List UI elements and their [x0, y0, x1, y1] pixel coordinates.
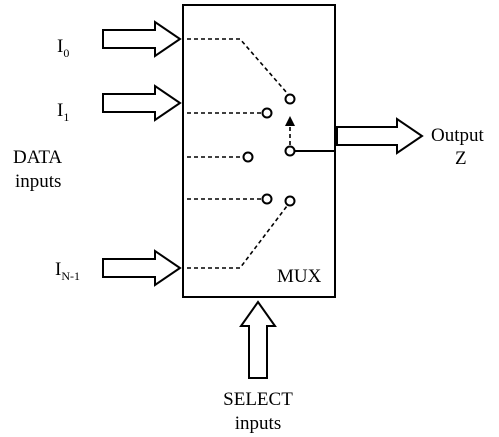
input-label-i1: I1 [57, 100, 69, 124]
input-i1-subscript: 1 [63, 110, 69, 124]
switch-connections [187, 38, 291, 269]
contact-lower [261, 193, 273, 205]
output-label-line2: Z [455, 148, 467, 169]
input-label-in1: IN-1 [55, 259, 80, 283]
contact-i0 [284, 93, 296, 105]
input-i1-base: I [57, 100, 63, 121]
select-label-line1: SELECT [223, 389, 293, 410]
dashed-line-i0 [187, 38, 288, 94]
input-arrow-in1 [102, 249, 182, 287]
data-inputs-label-line2: inputs [15, 171, 61, 192]
contact-mid [242, 151, 254, 163]
input-in1-subscript: N-1 [61, 269, 80, 283]
input-i0-base: I [57, 36, 63, 57]
input-arrow-i1 [102, 84, 182, 122]
contact-in1 [284, 195, 296, 207]
mux-label: MUX [277, 266, 322, 287]
input-label-i0: I0 [57, 36, 69, 60]
switch-contacts [242, 93, 296, 207]
dashed-line-in1 [187, 205, 288, 269]
output-label-line1: Output [431, 125, 485, 146]
input-i0-subscript: 0 [63, 46, 69, 60]
select-label-line2: inputs [235, 413, 281, 434]
selector-arrowhead [285, 116, 295, 126]
contact-i1 [261, 107, 273, 119]
select-arrow [239, 300, 277, 379]
contact-common [284, 145, 296, 157]
input-in1-base: I [55, 259, 61, 280]
output-arrow [336, 117, 424, 155]
input-arrow-i0 [102, 20, 182, 58]
data-inputs-label-line1: DATA [13, 147, 62, 168]
